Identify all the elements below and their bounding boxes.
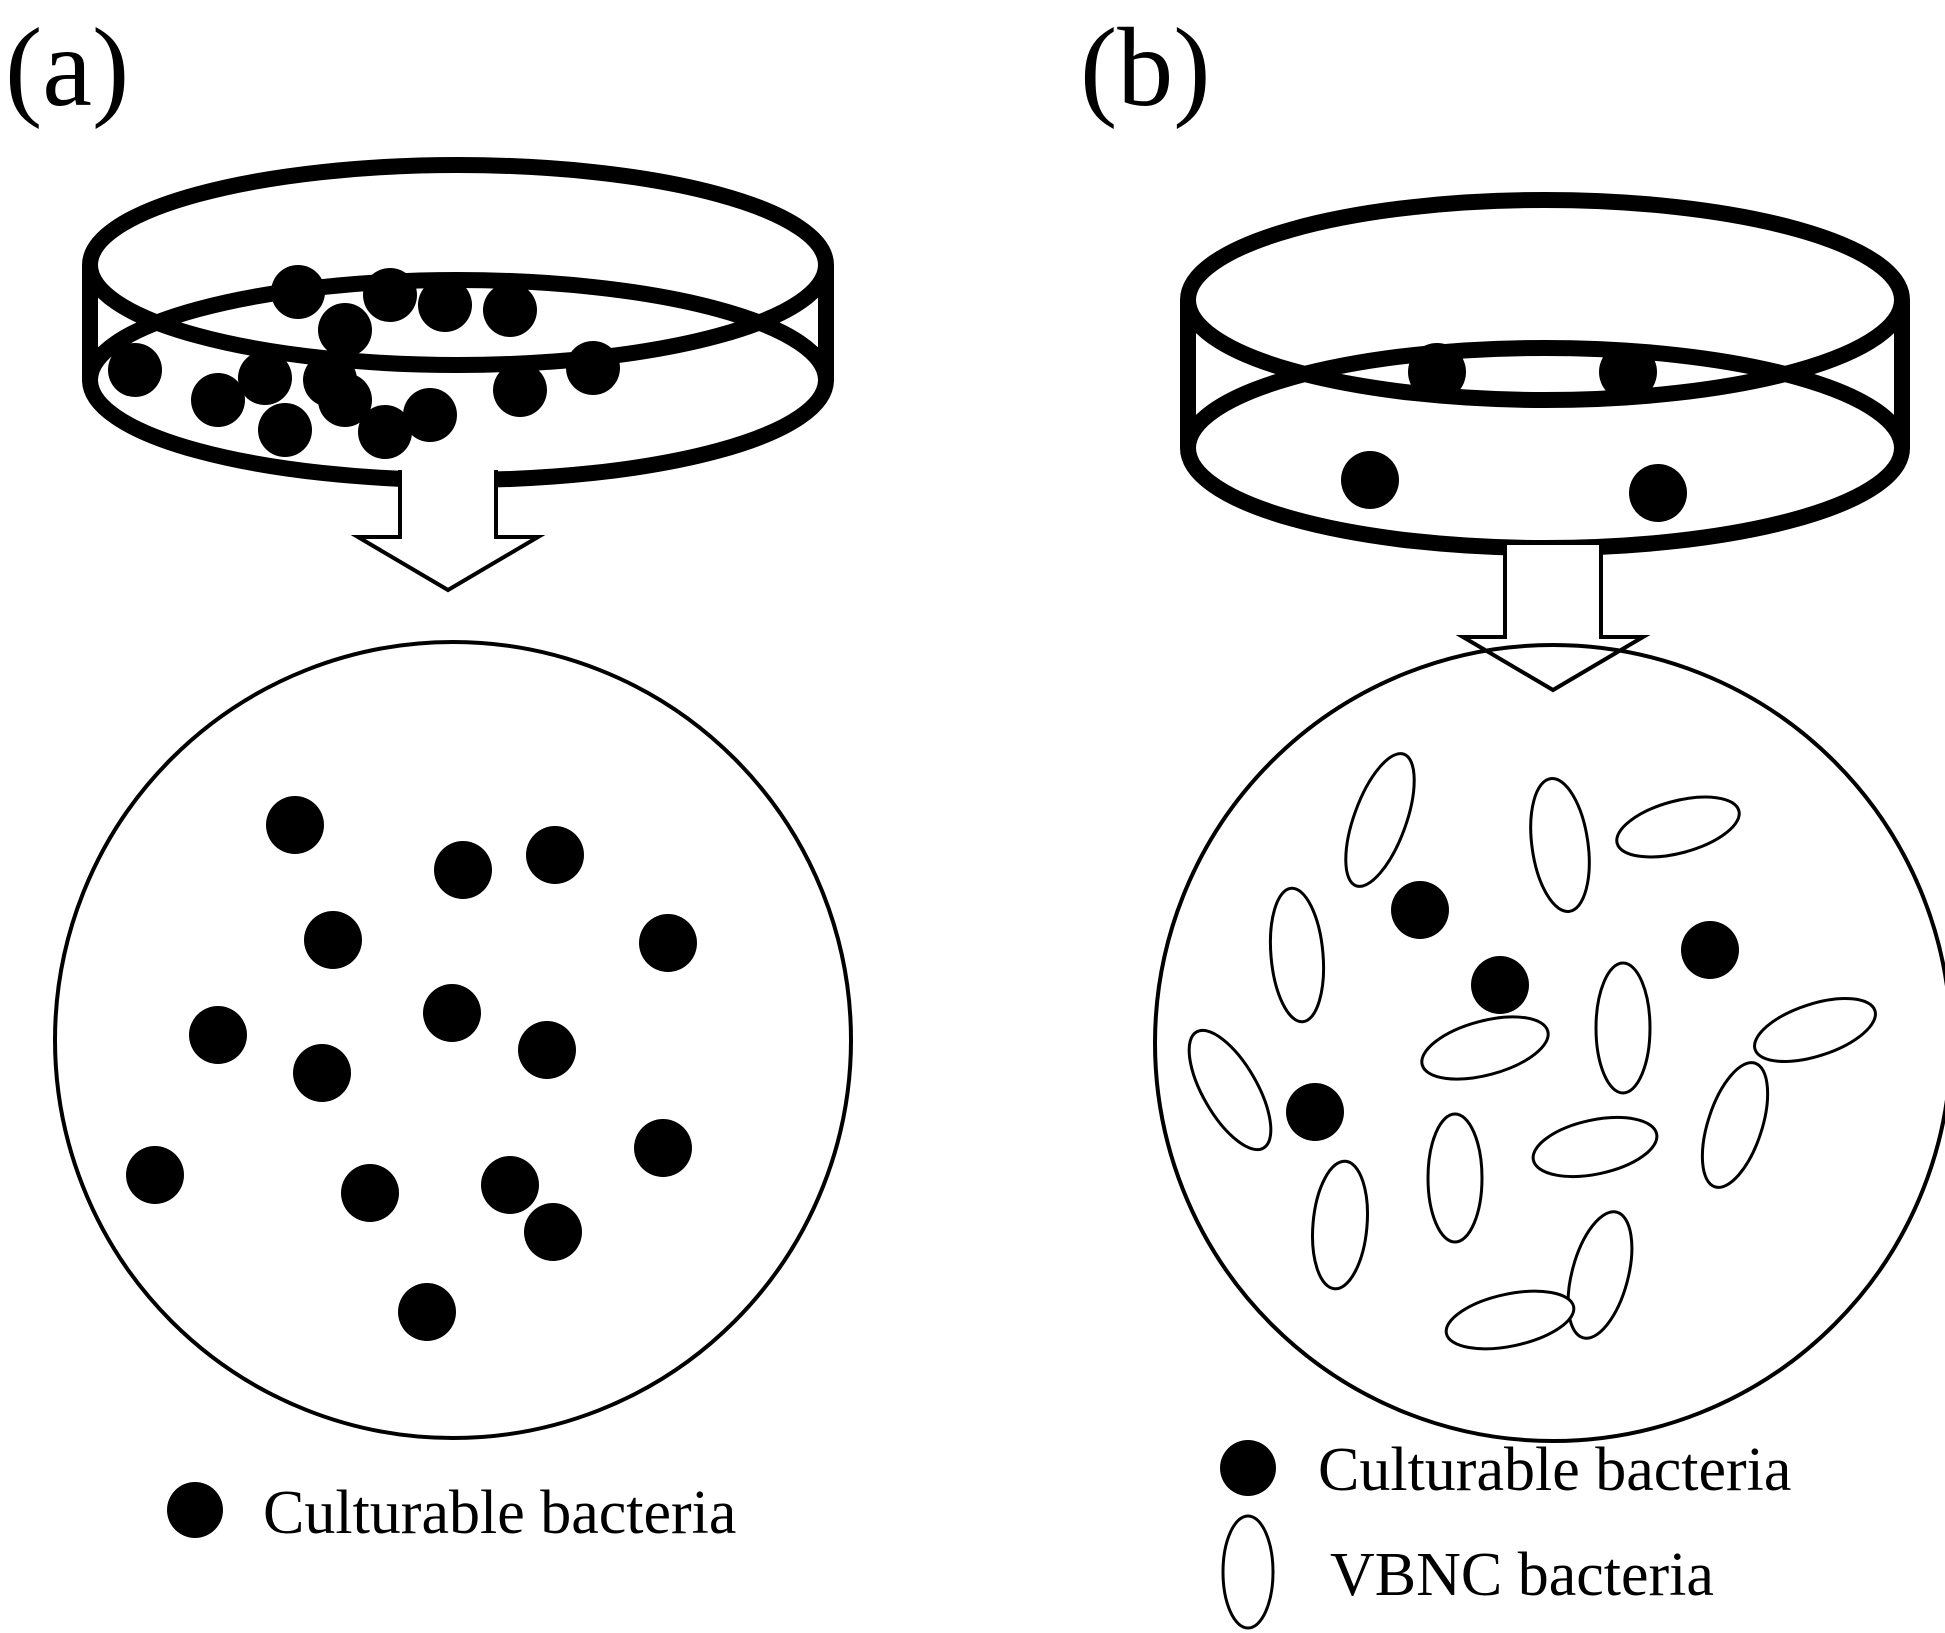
vbnc-bacterium — [1268, 886, 1326, 1024]
vbnc-bacterium — [1594, 961, 1652, 1095]
culturable-bacterium — [434, 841, 492, 899]
culturable-bacterium — [1471, 956, 1529, 1014]
legend-a: Culturable bacteria — [167, 1479, 736, 1547]
culturable-bacterium — [1681, 921, 1739, 979]
view-a-culturable-bacteria — [126, 796, 697, 1341]
panel-b-label: (b) — [1080, 6, 1211, 130]
vbnc-bacterium — [1426, 1112, 1484, 1244]
culturable-bacterium — [189, 1006, 247, 1064]
culturable-bacterium — [304, 911, 362, 969]
legend-a-culturable-label: Culturable bacteria — [263, 1479, 736, 1547]
hollow-ellipse-icon — [1221, 1514, 1275, 1630]
dish-b-top-rim — [1180, 192, 1910, 408]
culturable-bacterium — [293, 1044, 351, 1102]
colony-dot — [108, 343, 162, 397]
colony-dot — [318, 373, 372, 427]
view-b-vbnc-bacteria — [1187, 752, 1877, 1351]
colony-dot — [358, 405, 412, 459]
hollow-down-arrow-icon — [350, 470, 546, 593]
culturable-bacterium — [526, 826, 584, 884]
culturable-bacterium — [634, 1119, 692, 1177]
colony-dot — [1629, 464, 1687, 522]
hollow-down-arrow-icon — [1455, 545, 1651, 693]
magnified-view-a — [53, 640, 853, 1440]
culturable-bacterium — [639, 914, 697, 972]
culturable-bacterium — [423, 984, 481, 1042]
vbnc-bacterium — [1187, 1028, 1273, 1152]
culturable-bacterium — [266, 796, 324, 854]
colony-dot — [191, 373, 245, 427]
vbnc-bacterium — [1566, 1210, 1634, 1340]
culturable-bacterium — [481, 1156, 539, 1214]
culturable-bacterium — [518, 1021, 576, 1079]
vbnc-bacterium — [1700, 1061, 1770, 1189]
legend-b: Culturable bacteria VBNC bacteria — [1220, 1436, 1791, 1630]
culturable-bacterium — [341, 1164, 399, 1222]
colony-dot — [566, 341, 620, 395]
view-b-culturable-bacteria — [1286, 881, 1739, 1141]
filled-circle-icon — [1220, 1440, 1276, 1496]
colony-dot — [493, 363, 547, 417]
legend-b-culturable-label: Culturable bacteria — [1318, 1436, 1791, 1504]
vbnc-bacterium — [1531, 1116, 1659, 1178]
petri-dish-b — [1180, 192, 1910, 556]
colony-dot — [483, 283, 537, 337]
colony-dot — [1599, 343, 1657, 401]
colony-dot — [318, 303, 372, 357]
culturable-bacterium — [1286, 1083, 1344, 1141]
colony-dot — [238, 351, 292, 405]
colony-dot — [403, 388, 457, 442]
dish-a-colonies — [108, 265, 620, 459]
legend-b-vbnc-label: VBNC bacteria — [1330, 1541, 1714, 1609]
vbnc-bacterium — [1344, 752, 1416, 888]
vbnc-bacterium — [1529, 777, 1591, 913]
culturable-bacterium — [1391, 881, 1449, 939]
colony-dot — [271, 265, 325, 319]
culturable-bacterium — [398, 1283, 456, 1341]
culturable-bacterium — [524, 1203, 582, 1261]
colony-dot — [1341, 451, 1399, 509]
dish-a-top-rim — [82, 157, 834, 373]
vbnc-bacterium — [1420, 1015, 1550, 1081]
colony-dot — [1408, 343, 1466, 401]
colony-dot — [418, 278, 472, 332]
panel-a-label: (a) — [5, 6, 129, 130]
culturable-bacterium — [126, 1146, 184, 1204]
filled-circle-icon — [167, 1482, 223, 1538]
vbnc-bacterium — [1615, 795, 1741, 859]
vbnc-bacterium — [1753, 997, 1877, 1063]
magnified-view-b — [1153, 643, 1945, 1443]
dish-b-colonies — [1341, 343, 1687, 522]
colony-dot — [363, 268, 417, 322]
panel-b: (b) Culturable bacteria VBNC bacteria — [1080, 6, 1945, 1630]
panel-a: (a) Culturable bacteria — [5, 6, 853, 1547]
vbnc-bacterium — [1311, 1159, 1369, 1291]
vbnc-bacterium — [1444, 1289, 1576, 1351]
colony-dot — [258, 403, 312, 457]
